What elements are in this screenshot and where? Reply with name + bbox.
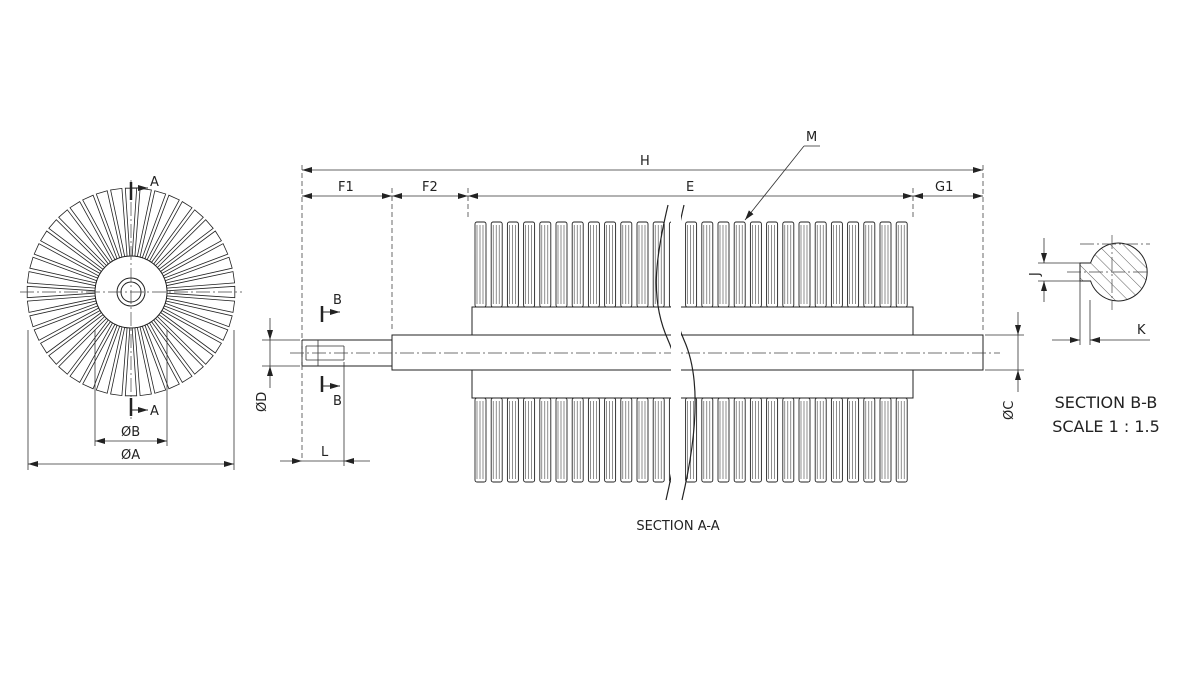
bristle-tuft: [652, 397, 665, 483]
bristle-tuft: [474, 397, 487, 483]
section-b-b-view: J K SECTION B-B SCALE 1 : 1.5: [1028, 235, 1160, 436]
bristle-tuft: [652, 221, 665, 308]
core-section-bottom: [471, 369, 914, 399]
break-gap: [671, 206, 681, 500]
bristle-tuft: [587, 221, 600, 308]
dim-label-m: M: [806, 130, 817, 145]
bristle-tuft: [798, 221, 811, 308]
bristle-tuft: [555, 397, 568, 483]
bristle-tuft: [490, 221, 503, 308]
bristle-tuft: [717, 397, 730, 483]
bristle-tuft: [523, 221, 536, 308]
section-label-b-top: B: [333, 293, 342, 308]
shaft-body: [391, 334, 984, 371]
bristle-tuft: [717, 221, 730, 308]
bristle-tuft: [636, 397, 649, 483]
section-label-b-bottom: B: [333, 394, 342, 409]
dim-label-e: E: [686, 180, 694, 195]
bristle-tuft: [604, 397, 617, 483]
brush-section-view: H F1 F2 E G1 M B B ØD L: [255, 130, 1024, 534]
bristle-tuft: [895, 397, 908, 483]
caption-scale: SCALE 1 : 1.5: [1052, 417, 1160, 436]
bristle-tuft: [539, 221, 552, 308]
bristle-tuft: [766, 221, 779, 308]
leader-m: [744, 145, 805, 221]
bristle-tuft: [685, 221, 698, 308]
bristle-tuft: [701, 221, 714, 308]
dim-label-dia-b: ØB: [121, 425, 140, 440]
bristle-tuft: [620, 221, 633, 308]
bristle-tuft: [863, 221, 876, 308]
bristle-tuft: [749, 397, 762, 483]
bristle-tuft: [766, 397, 779, 483]
dim-label-dia-a: ØA: [121, 448, 140, 463]
brush-end-view: A A ØB ØA: [20, 175, 242, 470]
bristle-tuft: [782, 397, 795, 483]
dim-label-f1: F1: [338, 180, 354, 195]
dim-label-l: L: [321, 445, 329, 460]
bristle-tuft: [571, 221, 584, 308]
bristle-tuft: [571, 397, 584, 483]
bristle-tuft: [539, 397, 552, 483]
dim-label-h: H: [640, 154, 650, 169]
bristle-tuft: [798, 397, 811, 483]
bristle-tuft: [474, 221, 487, 308]
bristle-tuft: [814, 397, 827, 483]
bristle-tuft: [895, 221, 908, 308]
bristle-tuft: [636, 221, 649, 308]
section-label-a-bottom: A: [150, 404, 159, 419]
dim-label-f2: F2: [422, 180, 438, 195]
caption-section-a-a: SECTION A-A: [636, 519, 719, 534]
bristle-tuft: [555, 221, 568, 308]
bristle-tuft: [830, 221, 843, 308]
bristle-tufts: [474, 221, 908, 483]
caption-section-b-b: SECTION B-B: [1055, 393, 1158, 412]
bristle-tuft: [733, 397, 746, 483]
keyway: [305, 345, 345, 361]
dim-label-k: K: [1137, 323, 1146, 338]
dim-label-dia-c: ØC: [1002, 401, 1017, 420]
bristle-tuft: [749, 221, 762, 308]
bristle-tuft: [879, 221, 892, 308]
bristle-tuft: [782, 221, 795, 308]
core-section-top: [471, 306, 914, 336]
dim-label-j: J: [1028, 272, 1043, 277]
section-label-a-top: A: [150, 175, 159, 190]
dim-label-g1: G1: [935, 180, 953, 195]
bristle-tuft: [506, 397, 519, 483]
bristle-tuft: [701, 397, 714, 483]
bristle-tuft: [733, 221, 746, 308]
bristle-tuft: [863, 397, 876, 483]
bristle-tuft: [587, 397, 600, 483]
bristle-tuft: [847, 221, 860, 308]
bristle-tuft: [490, 397, 503, 483]
bristle-tuft: [847, 397, 860, 483]
bristle-tuft: [604, 221, 617, 308]
bristle-tuft: [620, 397, 633, 483]
bristle-tuft: [814, 221, 827, 308]
bristle-tuft: [506, 221, 519, 308]
bristle-tuft: [830, 397, 843, 483]
bristle-tuft: [523, 397, 536, 483]
bristle-tuft: [879, 397, 892, 483]
dim-label-dia-d: ØD: [255, 392, 270, 412]
